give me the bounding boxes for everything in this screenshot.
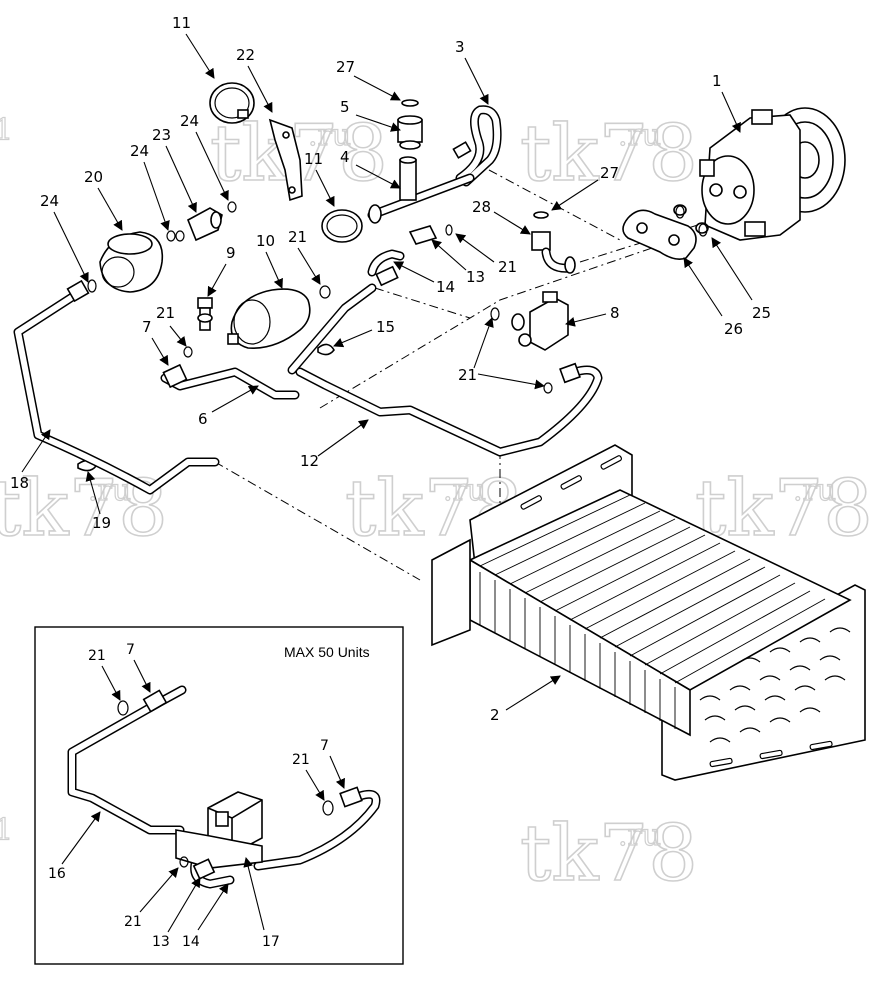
inset-callout-21c: 21 (124, 914, 142, 930)
callout-14: 14 (436, 278, 455, 296)
callout-25: 25 (752, 304, 771, 322)
compressor-manifold (622, 204, 709, 260)
watermark-text: tk78 (520, 109, 698, 199)
inset-callout-21b: 21 (292, 752, 310, 768)
inset-callout-13: 13 (152, 934, 170, 950)
callout-9: 9 (226, 244, 236, 262)
inset-callout-16: 16 (48, 866, 66, 882)
callout-13: 13 (466, 268, 485, 286)
callout-5: 5 (340, 98, 350, 116)
callout-22: 22 (236, 46, 255, 64)
line-clip (317, 343, 335, 356)
check-valve (175, 201, 237, 242)
inset-max50: MAX 50 Units 21 7 21 7 16 (34, 626, 404, 965)
condenser-fins (479, 494, 826, 729)
watermark-fragment: 1 (0, 113, 13, 148)
callout-8: 8 (610, 304, 620, 322)
watermark-sup: .ru (308, 118, 351, 153)
o-ring (179, 856, 189, 868)
o-ring (401, 99, 419, 107)
callout-11: 11 (172, 14, 191, 32)
watermark-sup: .ru (618, 818, 661, 853)
watermark-text: tk78 (520, 809, 698, 899)
callout-24c: 24 (40, 192, 59, 210)
o-rings (87, 205, 708, 394)
callout-21c: 21 (156, 304, 175, 322)
callout-11b: 11 (304, 150, 323, 168)
o-ring (543, 382, 553, 394)
mounting-bracket (268, 118, 303, 202)
elbow-fitting (531, 211, 576, 274)
fitting (408, 224, 453, 245)
pressure-switch (197, 297, 213, 331)
o-ring (675, 205, 685, 219)
callout-28: 28 (472, 198, 491, 216)
filter-drier (227, 288, 311, 349)
inset-callout-7a: 7 (126, 642, 135, 658)
inset-callout-14: 14 (182, 934, 200, 950)
hose-14 (367, 249, 405, 287)
o-ring (117, 700, 129, 716)
callout-23: 23 (152, 126, 171, 144)
callout-15: 15 (376, 318, 395, 336)
callout-24a: 24 (180, 112, 199, 130)
compressor (699, 107, 846, 241)
callout-12: 12 (300, 452, 319, 470)
callout-6: 6 (198, 410, 208, 428)
inset-callout-7b: 7 (320, 738, 329, 754)
watermark-text: tk78 (0, 464, 168, 554)
service-valve (397, 99, 423, 150)
o-ring (533, 211, 549, 219)
watermark: tk78 .ru (0, 463, 169, 555)
o-ring (322, 800, 334, 816)
callout-4: 4 (340, 148, 350, 166)
callout-2: 2 (490, 706, 500, 724)
watermark-fragment: 1 (0, 813, 13, 848)
callout-10: 10 (256, 232, 275, 250)
callout-21b: 21 (498, 258, 517, 276)
callout-24b: 24 (130, 142, 149, 160)
callouts: 1 2 3 4 5 6 7 8 9 10 11 11 12 13 14 15 1 (10, 14, 771, 724)
watermark-sup: .ru (793, 473, 836, 508)
callout-20: 20 (84, 168, 103, 186)
watermark-sup: .ru (618, 118, 661, 153)
callout-18: 18 (10, 474, 29, 492)
inset-callout-21a: 21 (88, 648, 106, 664)
condenser-outlet-line (295, 362, 603, 457)
o-ring (698, 223, 708, 237)
liquid-line (13, 279, 220, 495)
hose-clamp (321, 209, 363, 243)
callout-3: 3 (455, 38, 465, 56)
callout-26: 26 (724, 320, 743, 338)
condenser-return-bends (699, 627, 851, 743)
callout-21a: 21 (288, 228, 307, 246)
callout-27a: 27 (336, 58, 355, 76)
callout-21d: 21 (458, 366, 477, 384)
discharge-line (452, 105, 502, 187)
receiver-tank (99, 231, 164, 293)
condenser-coil (431, 444, 866, 781)
watermark: tk78 .ru (519, 108, 698, 200)
o-ring (183, 346, 193, 358)
callout-19: 19 (92, 514, 111, 532)
solenoid-valve (175, 791, 263, 880)
callout-27b: 27 (600, 164, 619, 182)
drier-outlet-line (287, 283, 377, 375)
o-ring (87, 279, 97, 293)
watermark: tk78 .ru (519, 808, 698, 900)
drier-inlet-line (160, 363, 300, 400)
hose-clamp (209, 82, 255, 124)
service-tee (367, 156, 475, 224)
access-valve (511, 291, 569, 351)
watermark-sup: .ru (443, 473, 486, 508)
callout-7: 7 (142, 318, 152, 336)
inset-callout-17: 17 (262, 934, 280, 950)
condenser-slots (520, 455, 833, 768)
o-ring (166, 230, 176, 242)
callout-1: 1 (712, 72, 722, 90)
o-ring (490, 307, 500, 321)
inset-title: MAX 50 Units (284, 644, 370, 660)
o-ring (319, 285, 331, 299)
